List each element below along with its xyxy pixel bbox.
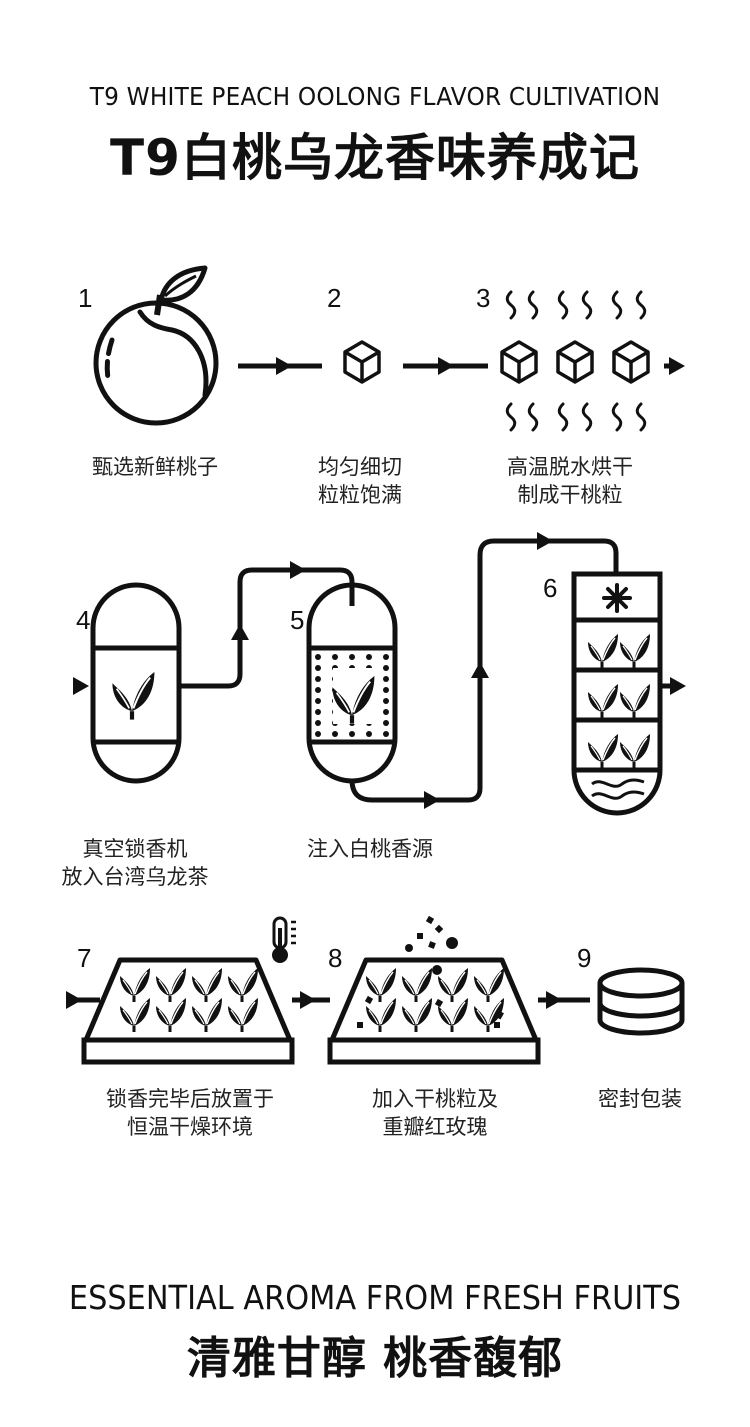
aroma-dot [383,720,389,726]
step-number-3: 3 [476,283,491,313]
aroma-dot [315,731,321,737]
caption-line: 注入白桃香源 [307,837,433,861]
aroma-dot [366,654,372,660]
aroma-dot [383,665,389,671]
aroma-dot [383,731,389,737]
aroma-dot [383,676,389,682]
mixing-tray-icon [327,915,590,1065]
tea-leaf-icon [400,966,434,1004]
cube-icon [343,340,381,384]
caption-line: 恒温干燥环境 [127,1115,253,1139]
tea-leaf-icon [436,996,470,1034]
step-number-4: 4 [76,605,91,635]
tea-leaf-icon [190,966,224,1004]
heat-waves-top [505,290,647,320]
step-caption-3: 高温脱水烘干 制成干桃粒 [480,453,660,509]
tea-leaf-icon [472,966,506,1004]
aroma-dot [383,687,389,693]
caption-line: 制成干桃粒 [517,483,623,507]
aroma-dot [383,654,389,660]
falling-peach-bits [357,915,504,1028]
step-number-6: 6 [543,573,558,603]
caption-line: 密封包装 [598,1087,682,1111]
tea-leaf-icon [226,996,260,1034]
aroma-dot [315,676,321,682]
subtitle-english: T9 WHITE PEACH OOLONG FLAVOR CULTIVATION [89,82,661,111]
tea-leaf-icon [190,996,224,1034]
page-title: T9白桃乌龙香味养成记 [110,129,640,187]
aroma-dot [315,654,321,660]
tea-leaf-icon [154,966,188,1004]
tea-leaf-icon [364,966,398,1004]
aroma-dot [366,731,372,737]
heat-waves-bottom [505,402,647,432]
step-caption-7: 锁香完毕后放置于 恒温干燥环境 [70,1085,310,1141]
step-number-9: 9 [577,943,592,973]
footer-tagline-english: ESSENTIAL AROMA FROM FRESH FRUITS [68,1278,682,1317]
pipe-5-to-6 [349,532,619,809]
step-caption-2: 均匀细切 粒粒饱满 [280,453,440,509]
pipe-4-to-5 [179,561,355,689]
snowflake-icon [602,583,632,613]
tea-leaf-icon [154,996,188,1034]
step-number-2: 2 [327,283,342,313]
peach-icon [93,265,219,426]
tea-leaf-icon [118,996,152,1034]
vacuum-tank-icon [73,582,182,784]
tea-leaf-icon [436,966,470,1004]
caption-line: 加入干桃粒及 [372,1087,498,1111]
aroma-dot [349,654,355,660]
caption-line: 甄选新鲜桃子 [92,455,218,479]
infusion-tank-icon [306,582,398,784]
aroma-dot [332,731,338,737]
aroma-dot [315,665,321,671]
step-caption-1: 甄选新鲜桃子 [60,453,250,481]
aroma-dot [315,687,321,693]
tea-leaf-icon [400,996,434,1034]
aroma-dot [332,654,338,660]
aroma-dot [383,698,389,704]
caption-line: 粒粒饱满 [318,483,402,507]
aroma-dot [315,698,321,704]
arrow-2-to-3 [403,357,488,375]
caption-line: 高温脱水烘干 [507,455,633,479]
caption-line: 均匀细切 [318,455,402,479]
step-caption-5: 注入白桃香源 [280,835,460,863]
step-number-7: 7 [77,943,92,973]
aroma-dot [349,731,355,737]
tea-leaf-icon [226,966,260,1004]
tea-leaf-icon [118,966,152,1004]
layered-column-icon [571,571,686,816]
caption-line: 放入台湾乌龙茶 [61,865,209,889]
aroma-dot [315,720,321,726]
sealed-package-icon [597,967,685,1036]
step-caption-9: 密封包装 [570,1085,710,1113]
drying-cubes-icon [500,290,685,432]
footer-tagline-chinese: 清雅甘醇 桃香馥郁 [186,1333,564,1384]
thermometer-icon [272,916,296,963]
aroma-dot [315,709,321,715]
caption-line: 真空锁香机 [82,837,188,861]
step-caption-4: 真空锁香机 放入台湾乌龙茶 [40,835,230,891]
caption-line: 重瓣红玫瑰 [382,1115,488,1139]
arrow-1-to-2 [238,357,322,375]
aroma-dot [383,709,389,715]
step-number-5: 5 [290,605,305,635]
caption-line: 锁香完毕后放置于 [106,1087,274,1111]
drying-tray-icon [66,916,330,1065]
step-number-1: 1 [78,283,93,313]
step-caption-8: 加入干桃粒及 重瓣红玫瑰 [340,1085,530,1141]
step-number-8: 8 [328,943,343,973]
